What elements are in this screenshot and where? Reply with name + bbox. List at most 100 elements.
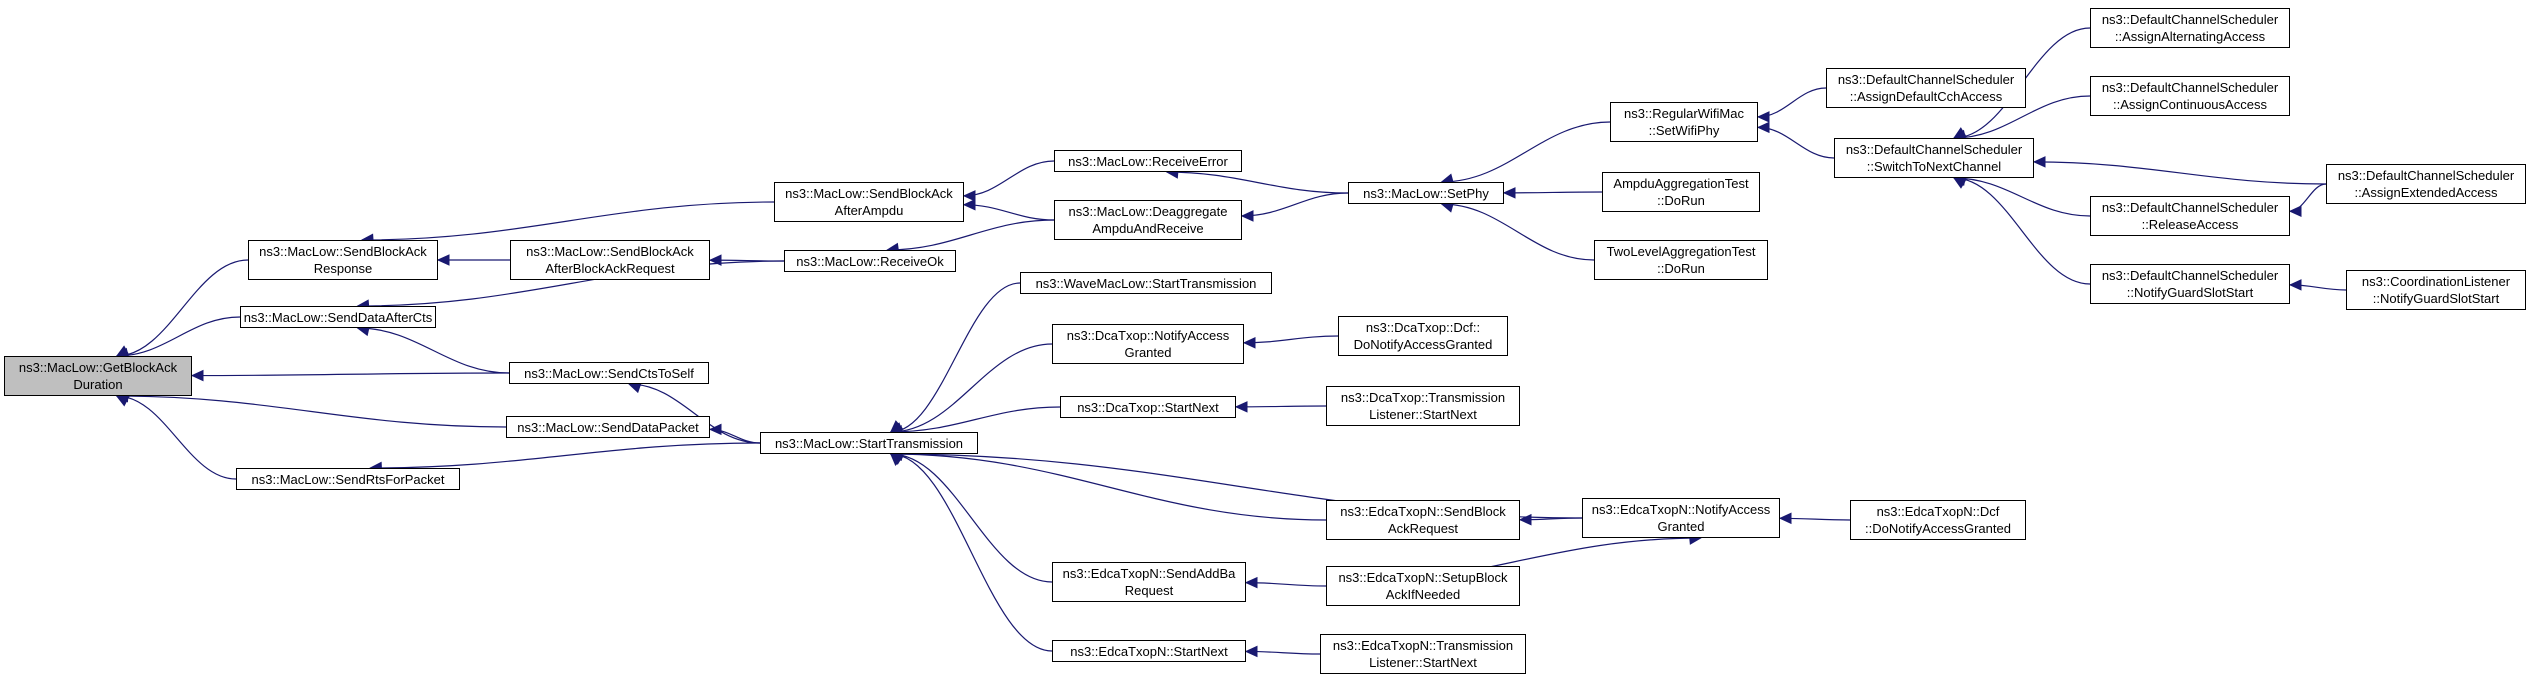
node-label-line: Granted xyxy=(1657,519,1705,534)
node-setphy[interactable]: ns3::MacLow::SetPhy xyxy=(1348,182,1504,204)
node-label-line: ns3::DcaTxop::Transmission xyxy=(1340,390,1506,405)
node-label-line: AmpduAggregationTest xyxy=(1613,176,1749,191)
node-dcanotifyaccessgranted[interactable]: ns3::DcaTxop::NotifyAccess Granted xyxy=(1052,324,1244,364)
node-label-line: ns3::MacLow::SendDataAfterCts xyxy=(243,309,433,325)
edge-setphy-to-receiveerror xyxy=(1166,171,1349,194)
arrowhead-edcatransstartnext-to-edcastartnext xyxy=(1244,645,1258,658)
node-edcastartnext[interactable]: ns3::EdcaTxopN::StartNext xyxy=(1052,640,1246,662)
node-edcasendaddbarequest[interactable]: ns3::EdcaTxopN::SendAddBa Request xyxy=(1052,562,1246,602)
arrowhead-edcasetupblockack-to-edcasendaddbarequest xyxy=(1244,576,1258,589)
edge-edcasendaddbarequest-to-starttransmission xyxy=(890,453,1053,583)
node-sendrtsforpacket[interactable]: ns3::MacLow::SendRtsForPacket xyxy=(236,468,460,490)
node-senddataafterects[interactable]: ns3::MacLow::SendDataAfterCts xyxy=(240,306,436,328)
node-edcanotifyaccessgranted[interactable]: ns3::EdcaTxopN::NotifyAccess Granted xyxy=(1582,498,1780,538)
node-label-line: ns3::DefaultChannelScheduler xyxy=(1837,72,2015,87)
node-sendblockackresponse[interactable]: ns3::MacLow::SendBlockAck Response xyxy=(248,240,438,280)
edge-edcasendblockackrequest-to-starttransmission xyxy=(890,453,1327,521)
node-label-line: ns3::MacLow::StartTransmission xyxy=(774,435,964,451)
edge-senddatapacket-to-getblockackduration xyxy=(116,395,507,428)
node-label-line: ns3::RegularWifiMac xyxy=(1624,106,1744,121)
node-label-line: AckRequest xyxy=(1387,521,1459,536)
edge-regularsetwifiphy-to-setphy xyxy=(1441,121,1611,183)
node-label-line: ns3::EdcaTxopN::SetupBlock xyxy=(1338,570,1508,585)
node-twoleveldorun[interactable]: TwoLevelAggregationTest ::DoRun xyxy=(1594,240,1768,280)
edge-dcfdonotify-to-dcanotifyaccessgranted xyxy=(1243,335,1339,344)
node-assigncontinuous[interactable]: ns3::DefaultChannelScheduler ::AssignCon… xyxy=(2090,76,2290,116)
node-label-line: AckIfNeeded xyxy=(1385,587,1461,602)
node-receiveok[interactable]: ns3::MacLow::ReceiveOk xyxy=(784,250,956,272)
arrowhead-assigndefaultcch-to-regularsetwifiphy xyxy=(1756,111,1770,123)
arrowhead-sendrtsforpacket-to-getblockackduration xyxy=(115,395,130,407)
node-getblockackduration[interactable]: ns3::MacLow::GetBlockAck Duration xyxy=(4,356,192,396)
node-label-line: ns3::DefaultChannelScheduler xyxy=(2101,80,2279,95)
node-label-line: ns3::EdcaTxopN::StartNext xyxy=(1070,643,1228,659)
node-dcatransstartnext[interactable]: ns3::DcaTxop::Transmission Listener::Sta… xyxy=(1326,386,1520,426)
arrowhead-ampdudorun-to-setphy xyxy=(1502,187,1516,199)
arrowhead-dcatransstartnext-to-dcastartnext xyxy=(1234,401,1248,413)
node-label-line: ns3::DefaultChannelScheduler xyxy=(2101,12,2279,27)
node-sendblockackafterbar[interactable]: ns3::MacLow::SendBlockAck AfterBlockAckR… xyxy=(510,240,710,280)
edge-deaggregate-to-receiveok xyxy=(887,219,1055,251)
node-label-line: ns3::MacLow::SendDataPacket xyxy=(517,419,699,435)
node-label-line: ns3::MacLow::SendBlockAck xyxy=(785,186,953,201)
node-label-line: ::NotifyGuardSlotStart xyxy=(2372,291,2500,306)
node-senddatapacket[interactable]: ns3::MacLow::SendDataPacket xyxy=(506,416,710,438)
node-label-line: ::SwitchToNextChannel xyxy=(1866,159,2002,174)
node-sendblockackafterampdu[interactable]: ns3::MacLow::SendBlockAck AfterAmpdu xyxy=(774,182,964,222)
node-label-line: DoNotifyAccessGranted xyxy=(1353,337,1493,352)
node-notifyguardslot[interactable]: ns3::DefaultChannelScheduler ::NotifyGua… xyxy=(2090,264,2290,304)
arrowhead-assignextended-to-switchtonext xyxy=(2032,156,2046,168)
node-receiveerror[interactable]: ns3::MacLow::ReceiveError xyxy=(1054,150,1242,172)
edge-sendblockackresponse-to-getblockackduration xyxy=(116,259,249,357)
node-label-line: Duration xyxy=(73,377,123,392)
node-ampdudorun[interactable]: AmpduAggregationTest ::DoRun xyxy=(1602,172,1760,212)
node-sendctstoself[interactable]: ns3::MacLow::SendCtsToSelf xyxy=(509,362,709,384)
node-label-line: TwoLevelAggregationTest xyxy=(1606,244,1756,259)
node-label-line: ::DoNotifyAccessGranted xyxy=(1865,521,2011,536)
node-label-line: ::AssignAlternatingAccess xyxy=(2114,29,2266,44)
node-assignalternating[interactable]: ns3::DefaultChannelScheduler ::AssignAlt… xyxy=(2090,8,2290,48)
edge-starttransmission-to-sendrtsforpacket xyxy=(370,442,761,469)
node-label-line: ::DoRun xyxy=(1657,261,1705,276)
node-releaseaccess[interactable]: ns3::DefaultChannelScheduler ::ReleaseAc… xyxy=(2090,196,2290,236)
node-dcfdonotify[interactable]: ns3::DcaTxop::Dcf:: DoNotifyAccessGrante… xyxy=(1338,316,1508,356)
arrowhead-receiveok-to-sendblockackafterbar xyxy=(708,254,722,266)
arrowhead-edcanotifyaccessgranted-to-edcasendblockackrequest xyxy=(1518,513,1532,526)
node-starttransmission[interactable]: ns3::MacLow::StartTransmission xyxy=(760,432,978,454)
node-edcatransstartnext[interactable]: ns3::EdcaTxopN::Transmission Listener::S… xyxy=(1320,634,1526,674)
node-label-line: Granted xyxy=(1124,345,1172,360)
edge-edcastartnext-to-starttransmission xyxy=(890,453,1053,652)
edge-sendctstoself-to-senddataafterects xyxy=(357,327,510,374)
arrowhead-coordnotifyguard-to-notifyguardslot xyxy=(2288,279,2302,291)
node-edcasetupblockack[interactable]: ns3::EdcaTxopN::SetupBlock AckIfNeeded xyxy=(1326,566,1520,606)
edge-notifyguardslot-to-switchtonext xyxy=(1953,177,2091,285)
edge-sendrtsforpacket-to-getblockackduration xyxy=(116,395,237,480)
edge-deaggregate-to-sendblockackafterampdu xyxy=(963,204,1055,221)
arrowhead-receiveerror-to-sendblockackafterampdu xyxy=(962,190,976,202)
edge-assignextended-to-releaseaccess xyxy=(2289,183,2327,212)
edge-receiveerror-to-sendblockackafterampdu xyxy=(963,160,1055,197)
edge-twoleveldorun-to-setphy xyxy=(1441,203,1595,261)
node-label-line: ns3::EdcaTxopN::Transmission xyxy=(1332,638,1514,653)
node-wavestarttransmission[interactable]: ns3::WaveMacLow::StartTransmission xyxy=(1020,272,1272,294)
node-switchtonext[interactable]: ns3::DefaultChannelScheduler ::SwitchToN… xyxy=(1834,138,2034,178)
node-label-line: ns3::EdcaTxopN::SendAddBa xyxy=(1062,566,1236,581)
node-edcadcfdonotify[interactable]: ns3::EdcaTxopN::Dcf ::DoNotifyAccessGran… xyxy=(1850,500,2026,540)
node-regularsetwifiphy[interactable]: ns3::RegularWifiMac ::SetWifiPhy xyxy=(1610,102,1758,142)
node-label-line: ::NotifyGuardSlotStart xyxy=(2126,285,2254,300)
arrowhead-dcfdonotify-to-dcanotifyaccessgranted xyxy=(1242,337,1256,349)
node-label-line: ns3::MacLow::SetPhy xyxy=(1363,185,1489,201)
node-coordnotifyguard[interactable]: ns3::CoordinationListener ::NotifyGuardS… xyxy=(2346,270,2526,310)
node-assigndefaultcch[interactable]: ns3::DefaultChannelScheduler ::AssignDef… xyxy=(1826,68,2026,108)
node-assignextended[interactable]: ns3::DefaultChannelScheduler ::AssignExt… xyxy=(2326,164,2526,204)
node-label-line: ::AssignDefaultCchAccess xyxy=(1849,89,2003,104)
node-label-line: ::DoRun xyxy=(1657,193,1705,208)
node-dcastartnext[interactable]: ns3::DcaTxop::StartNext xyxy=(1060,396,1236,418)
edge-dcastartnext-to-starttransmission xyxy=(890,406,1061,433)
node-deaggregate[interactable]: ns3::MacLow::Deaggregate AmpduAndReceive xyxy=(1054,200,1242,240)
node-label-line: ns3::MacLow::SendBlockAck xyxy=(526,244,694,259)
node-label-line: ns3::MacLow::Deaggregate xyxy=(1068,204,1228,219)
arrowhead-edcadcfdonotify-to-edcanotifyaccessgranted xyxy=(1778,512,1792,525)
node-edcasendblockackrequest[interactable]: ns3::EdcaTxopN::SendBlock AckRequest xyxy=(1326,500,1520,540)
node-label-line: ::ReleaseAccess xyxy=(2141,217,2239,232)
